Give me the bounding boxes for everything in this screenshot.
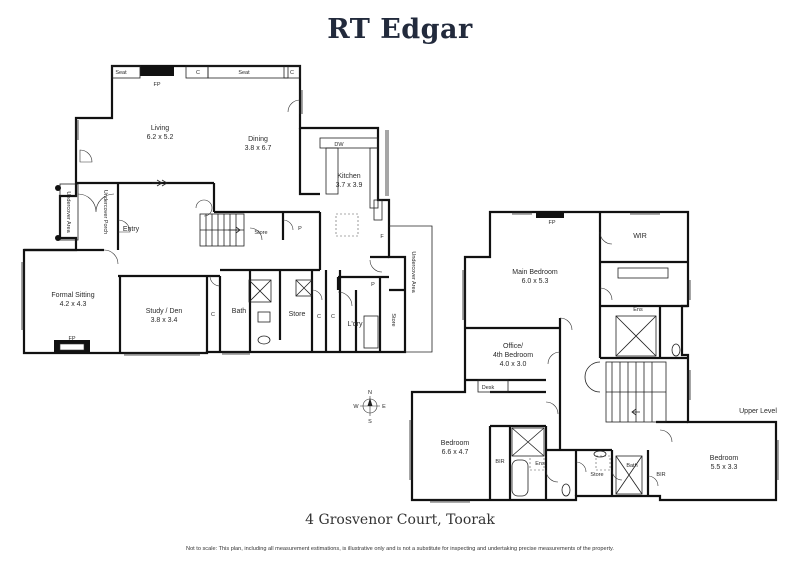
disclaimer-text: Not to scale: This plan, including all m… bbox=[186, 546, 614, 552]
entry-label: Entry bbox=[123, 226, 140, 233]
bath-label-upper: Bath bbox=[626, 463, 637, 469]
office-name2: 4th Bedroom bbox=[493, 352, 533, 359]
office-name: Office/ bbox=[503, 343, 523, 350]
store-label-2: Store bbox=[289, 311, 306, 318]
undercover-porch: Undercover Porch bbox=[102, 190, 108, 234]
ens-label-2: Ens bbox=[535, 461, 545, 467]
seat-label-2: Seat bbox=[238, 70, 250, 76]
fp-label-upper: FP bbox=[548, 220, 555, 226]
upper-floor bbox=[409, 210, 779, 503]
ens-label-1: Ens bbox=[633, 307, 643, 313]
ground-labels: Seat Seat FP C C Living 6.2 x 5.2 Dining… bbox=[51, 70, 416, 342]
f-label: F bbox=[380, 234, 384, 240]
dining-dims: 3.8 x 6.7 bbox=[245, 145, 272, 152]
kitchen-island-dash bbox=[335, 213, 359, 237]
kitchen-dims: 3.7 x 3.9 bbox=[336, 182, 363, 189]
c-label-2: C bbox=[290, 70, 294, 76]
upper-stairs bbox=[584, 361, 667, 423]
laundry-label: L'dry bbox=[348, 321, 363, 328]
c-label-1: C bbox=[196, 70, 200, 76]
brand-logo: RT Edgar bbox=[327, 14, 473, 45]
undercover-area-left: Undercover Area bbox=[65, 191, 71, 233]
bath-label: Bath bbox=[232, 308, 247, 315]
store-label-1: Store bbox=[254, 230, 267, 236]
formal-dims: 4.2 x 4.3 bbox=[60, 301, 87, 308]
study-dims: 3.8 x 3.4 bbox=[151, 317, 178, 324]
bedroom-right-dims: 5.5 x 3.3 bbox=[711, 464, 738, 471]
bedroom-right-name: Bedroom bbox=[710, 455, 739, 462]
main-bedroom-dims: 6.0 x 5.3 bbox=[522, 278, 549, 285]
upper-outer-wall bbox=[410, 210, 778, 502]
store-label-upper: Store bbox=[590, 472, 603, 478]
c-label-3: C bbox=[211, 312, 215, 318]
kitchen-name: Kitchen bbox=[337, 173, 360, 180]
store-label-3: Store bbox=[390, 313, 396, 326]
compass-icon: N S E W bbox=[353, 390, 386, 425]
bedroom-left-dims: 6.6 x 4.7 bbox=[442, 449, 469, 456]
desk-label: Desk bbox=[482, 385, 495, 391]
p-label-2: P bbox=[371, 282, 375, 288]
living-name: Living bbox=[151, 125, 169, 132]
compass-e: E bbox=[382, 404, 386, 410]
undercover-area-right: Undercover Area bbox=[410, 251, 416, 293]
fp-label-living: FP bbox=[153, 82, 160, 88]
seat-label-1: Seat bbox=[115, 70, 127, 76]
kitchen-island-end bbox=[325, 147, 339, 195]
undercover-area-right-outline bbox=[389, 225, 433, 353]
upper-labels: FP Main Bedroom 6.0 x 5.3 WIR Ens Office… bbox=[441, 220, 778, 478]
level-label: Upper Level bbox=[739, 408, 777, 415]
compass-w: W bbox=[353, 404, 359, 410]
compass-n: N bbox=[368, 390, 372, 396]
undercover-area-left-outline bbox=[59, 183, 79, 241]
study-name: Study / Den bbox=[146, 308, 183, 315]
bedroom-left-name: Bedroom bbox=[441, 440, 470, 447]
p-label-1: P bbox=[298, 226, 302, 232]
fireplace-living bbox=[140, 66, 174, 76]
living-dims: 6.2 x 5.2 bbox=[147, 134, 174, 141]
ground-interior-walls bbox=[24, 128, 405, 353]
dining-name: Dining bbox=[248, 136, 268, 143]
fp-label-formal: FP bbox=[68, 336, 75, 342]
ground-floor bbox=[21, 64, 433, 356]
kitchen-bench bbox=[319, 137, 379, 149]
bir-label-2: BIR bbox=[656, 472, 665, 478]
c-label-5: C bbox=[331, 314, 335, 320]
bir-label-1: BIR bbox=[495, 459, 504, 465]
dw-label: DW bbox=[334, 142, 344, 148]
main-bedroom-name: Main Bedroom bbox=[512, 269, 558, 276]
property-address: 4 Grosvenor Court, Toorak bbox=[305, 512, 495, 528]
c-label-4: C bbox=[317, 314, 321, 320]
wir-label: WIR bbox=[633, 233, 647, 240]
fireplace-main-bedroom bbox=[536, 212, 564, 218]
office-dims: 4.0 x 3.0 bbox=[500, 361, 527, 368]
formal-name: Formal Sitting bbox=[51, 292, 94, 299]
compass-s: S bbox=[368, 419, 372, 425]
